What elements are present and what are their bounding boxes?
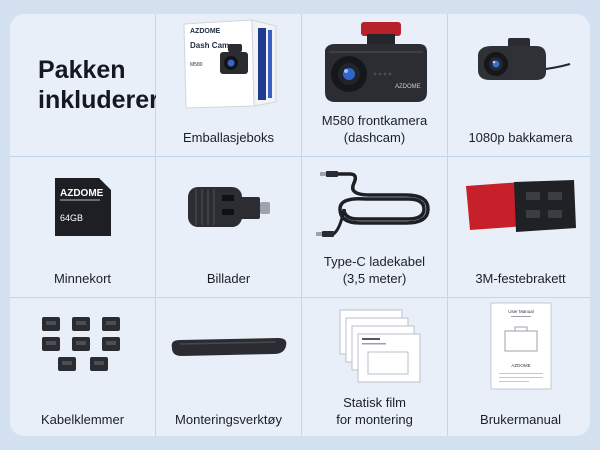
item-usb-c-cable: Type-C ladekabel (3,5 meter) (302, 157, 447, 297)
rear-camera-image (448, 14, 590, 114)
item-cable-clips: Kabelklemmer (10, 298, 155, 436)
car-charger-image (156, 157, 301, 255)
page-title: Pakken inkluderer (38, 56, 159, 114)
user-manual-image: User Manual AZDOME (448, 298, 590, 396)
item-rear-camera: 1080p bakkamera (448, 14, 590, 156)
item-label: Monteringsverktøy (175, 412, 282, 427)
item-mounting-tool: Monteringsverktøy (156, 298, 301, 436)
svg-text:User Manual: User Manual (508, 309, 534, 314)
cable-clips-image (10, 298, 155, 396)
svg-text:M580: M580 (190, 62, 203, 68)
svg-text:64GB: 64GB (60, 213, 83, 223)
item-label: 1080p bakkamera (468, 130, 573, 145)
item-packaging-box: AZDOME Dash Cam M580 Emballasjeboks (156, 14, 301, 156)
item-front-camera: AZDOME M580 frontkamera (dashcam) (302, 14, 447, 156)
item-label: Type-C ladekabel (3,5 meter) (323, 254, 426, 286)
item-3m-bracket: 3M-festebrakett (448, 157, 590, 297)
usb-c-cable-image (302, 157, 447, 255)
item-car-charger: Billader (156, 157, 301, 297)
front-camera-image: AZDOME (302, 14, 447, 114)
svg-text:Dash Cam: Dash Cam (190, 41, 229, 50)
3m-bracket-image (448, 157, 590, 255)
item-label: Brukermanual (480, 412, 561, 427)
item-label: Kabelklemmer (40, 412, 125, 427)
svg-text:AZDOME: AZDOME (511, 363, 530, 368)
item-label: M580 frontkamera (dashcam) (321, 113, 428, 145)
item-label: Statisk film for montering (336, 395, 413, 427)
mounting-tool-image (156, 298, 301, 396)
package-contents-grid: Pakken inkluderer AZDOME Dash Cam M580 E… (10, 14, 590, 436)
item-label: 3M-festebrakett (475, 271, 566, 286)
svg-text:AZDOME: AZDOME (395, 84, 421, 90)
item-label: Emballasjeboks (182, 130, 275, 145)
item-memory-card: AZDOME 64GB Minnekort (10, 157, 155, 297)
memory-card-image: AZDOME 64GB (10, 157, 155, 255)
packaging-box-image: AZDOME Dash Cam M580 (156, 14, 301, 114)
item-label: Minnekort (53, 271, 112, 286)
title-cell: Pakken inkluderer (10, 14, 159, 156)
item-label: Billader (206, 271, 251, 286)
svg-text:AZDOME: AZDOME (60, 188, 104, 199)
item-user-manual: User Manual AZDOME Brukermanual (448, 298, 590, 436)
svg-text:AZDOME: AZDOME (190, 28, 221, 35)
static-film-image (302, 298, 447, 396)
item-static-film: Statisk film for montering (302, 298, 447, 436)
